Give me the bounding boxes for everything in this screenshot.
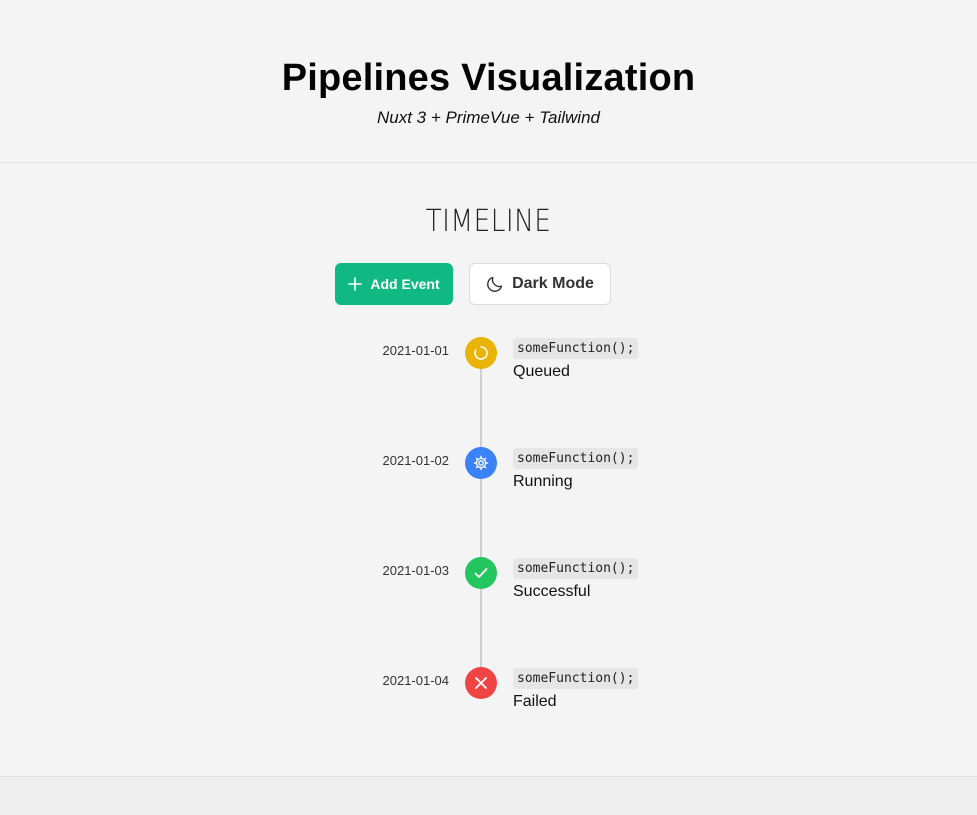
page-subtitle: Nuxt 3 + PrimeVue + Tailwind [376,108,600,127]
event-status: Queued [513,363,570,380]
event-date: 2021-01-03 [382,563,450,578]
event-content: someFunction(); Failed [513,668,639,711]
timeline-event: 2021-01-01 someFunction(); Queued [0,337,977,401]
event-marker-successful [465,557,497,589]
timeline-event: 2021-01-04 someFunction(); Failed [0,667,977,731]
timeline-heading: TIMELINE [425,204,552,239]
event-code: someFunction(); [513,448,639,469]
timeline-event: 2021-01-02 someFunction(); Running [0,447,977,511]
add-event-label: Add Event [370,276,440,292]
event-marker-queued [465,337,497,369]
page-header: Pipelines Visualization Nuxt 3 + PrimeVu… [0,0,977,163]
check-icon [474,568,488,578]
dark-mode-label: Dark Mode [512,275,594,292]
toolbar: Add Event Dark Mode [335,263,611,305]
event-code: someFunction(); [513,558,639,579]
timeline-event: 2021-01-03 someFunction(); Successful [0,557,977,621]
plus-icon [348,277,363,291]
event-content: someFunction(); Queued [513,338,639,381]
event-date: 2021-01-01 [382,343,450,358]
event-content: someFunction(); Successful [513,558,639,601]
dark-mode-button[interactable]: Dark Mode [469,263,611,305]
timeline-connector [480,355,482,685]
event-content: someFunction(); Running [513,448,639,491]
event-status: Failed [513,693,557,710]
event-marker-failed [465,667,497,699]
add-event-button[interactable]: Add Event [335,263,453,305]
event-code: someFunction(); [513,668,639,689]
event-date: 2021-01-02 [382,453,450,468]
event-code: someFunction(); [513,338,639,359]
close-icon [475,677,487,689]
spinner-icon [474,346,488,360]
moon-icon [487,276,503,292]
event-status: Successful [513,583,591,600]
page-footer [0,777,977,815]
event-date: 2021-01-04 [382,673,450,688]
page-title: Pipelines Visualization [281,57,696,99]
event-status: Running [513,473,573,490]
main-section: TIMELINE Add Event Dark Mode 2021-01-01 [0,163,977,777]
event-marker-running [465,447,497,479]
gear-icon [473,455,489,471]
